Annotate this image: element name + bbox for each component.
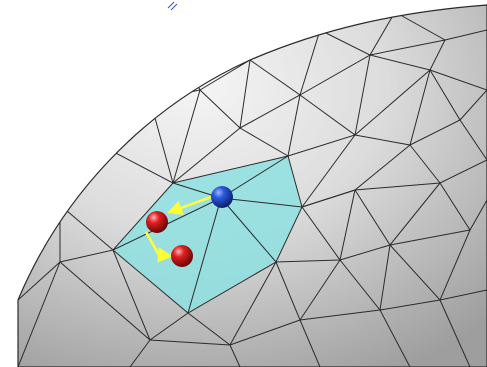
arrow-blue-to-red: [167, 195, 212, 215]
top-mark: [167, 1, 178, 11]
red-particle-2: [171, 245, 193, 267]
red-particle-1: [146, 211, 168, 233]
arrow-red-to-red: [144, 231, 173, 263]
blue-particle: [211, 186, 233, 208]
